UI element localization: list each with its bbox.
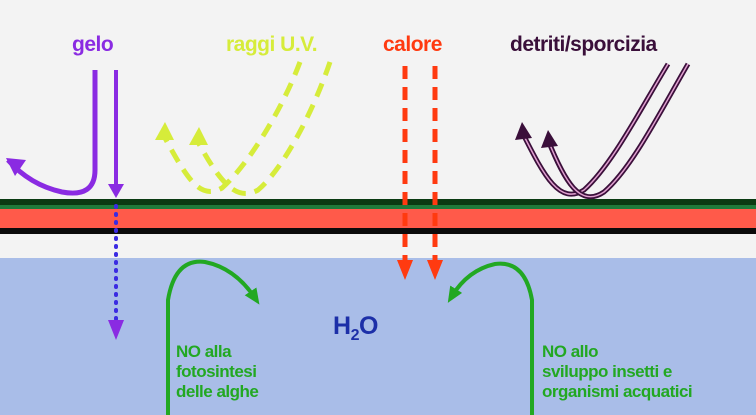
arrow-up-icon (189, 127, 208, 145)
water-formula-o: O (358, 312, 378, 340)
arrow-up-icon (515, 122, 532, 140)
debris-arrows (519, 62, 691, 200)
note-algae-line: NO alla (176, 342, 232, 361)
note-algae: NO alla fotosintesi delle alghe (176, 342, 259, 402)
label-calore: calore (383, 33, 442, 56)
note-algae-line: fotosintesi (176, 362, 257, 381)
label-detriti: detriti/sporcizia (510, 33, 657, 56)
note-algae-line: delle alghe (176, 382, 259, 401)
arrow-up-icon (541, 130, 558, 148)
label-gelo: gelo (72, 33, 114, 56)
arrow-down-icon (427, 260, 443, 280)
arrow-up-icon (155, 122, 174, 140)
water-formula: H2O (333, 312, 378, 345)
curved-arrow-icon (447, 261, 534, 415)
note-insects-line: NO allo (542, 342, 599, 361)
frost-bounce-arrow-icon (6, 158, 26, 176)
water-formula-h: H (333, 312, 351, 340)
arrow-down-icon (108, 320, 124, 340)
floating-cover (0, 199, 756, 234)
frost-arrows (6, 70, 124, 340)
note-insects-line: organismi acquatici (542, 382, 693, 401)
curved-arrow-icon (166, 259, 260, 415)
heat-arrows (397, 66, 443, 280)
arrow-down-icon (108, 184, 124, 198)
water-body (0, 258, 756, 415)
arrow-down-icon (397, 260, 413, 280)
uv-arrows (162, 61, 333, 196)
note-insects: NO allo sviluppo insetti e organismi acq… (542, 342, 693, 402)
label-raggi-uv: raggi U.V. (226, 33, 318, 56)
note-insects-line: sviluppo insetti e (542, 362, 672, 381)
water-formula-sub: 2 (350, 327, 360, 344)
